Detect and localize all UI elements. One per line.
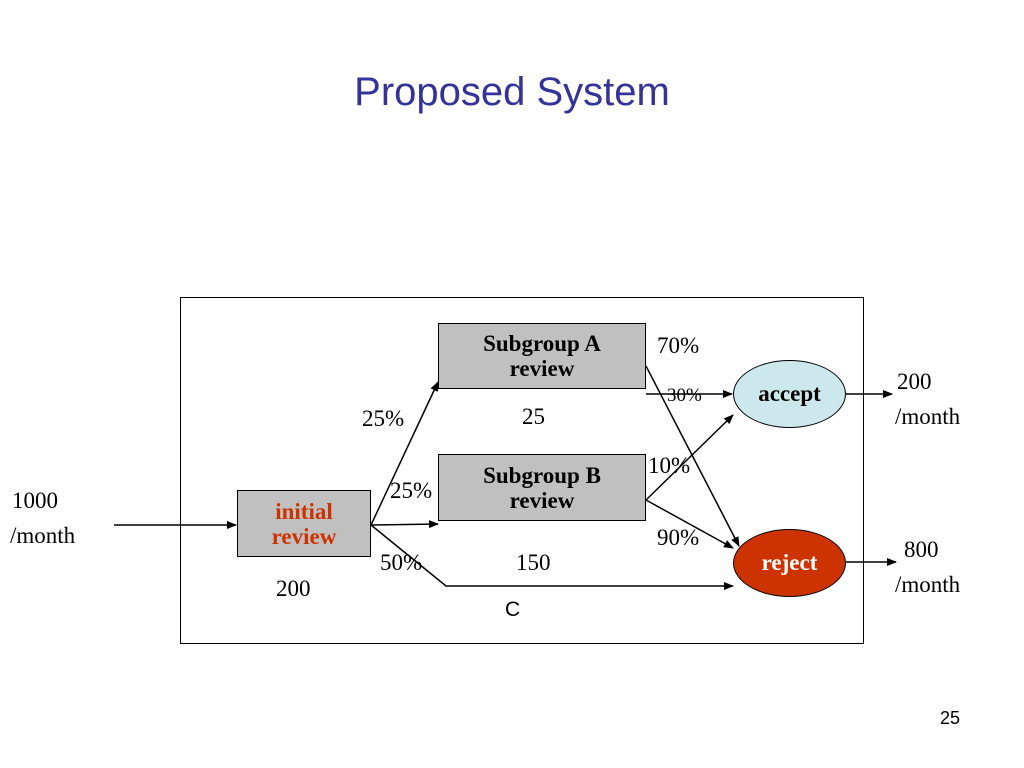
edge-subgroup-a-to-reject xyxy=(645,365,740,547)
edge-subgroup-b-to-accept xyxy=(645,414,734,501)
pct-a-to-reject: 70% xyxy=(657,333,700,358)
pct-a-to-accept: 30% xyxy=(667,385,702,406)
input-rate-unit: /month xyxy=(10,523,76,548)
c-label: C xyxy=(505,598,521,621)
reject-rate-value: 800 xyxy=(904,537,939,562)
pct-to-subgroup-a: 25% xyxy=(362,406,405,431)
pct-to-subgroup-b: 25% xyxy=(390,478,433,503)
diagram-frame xyxy=(180,297,864,644)
accept-node: accept xyxy=(733,360,846,428)
slide-number: 25 xyxy=(939,708,961,728)
pct-b-to-accept: 10% xyxy=(648,453,691,478)
page-title: Proposed System xyxy=(354,70,670,114)
subgroup-b-box: Subgroup B review xyxy=(438,454,646,521)
reject-node: reject xyxy=(733,529,846,597)
edge-initial-to-reject xyxy=(370,524,734,590)
subgroup-a-count: 25 xyxy=(522,404,545,429)
initial-review-line2: review xyxy=(271,523,337,549)
initial-review-line1: initial xyxy=(275,498,333,524)
subgroup-b-line1: Subgroup B xyxy=(483,462,601,488)
edge-subgroup-b-to-reject xyxy=(645,499,734,549)
subgroup-b-line2: review xyxy=(509,487,575,513)
pct-direct: 50% xyxy=(380,550,423,575)
subgroup-a-line1: Subgroup A xyxy=(483,331,601,356)
reject-rate-unit: /month xyxy=(895,572,961,597)
initial-review-box: initial review xyxy=(237,490,371,557)
subgroup-a-line2: review xyxy=(509,356,575,381)
subgroup-a-box: Subgroup A review xyxy=(438,323,646,389)
input-rate-value: 1000 xyxy=(12,488,58,513)
edge-initial-to-subgroup-b xyxy=(370,520,439,529)
accept-rate-unit: /month xyxy=(895,404,961,429)
direct-count: 150 xyxy=(516,550,551,575)
pct-b-to-reject: 90% xyxy=(657,525,700,550)
accept-rate-value: 200 xyxy=(897,369,932,394)
initial-count: 200 xyxy=(276,576,311,601)
edge-initial-to-subgroup-a xyxy=(370,381,439,526)
